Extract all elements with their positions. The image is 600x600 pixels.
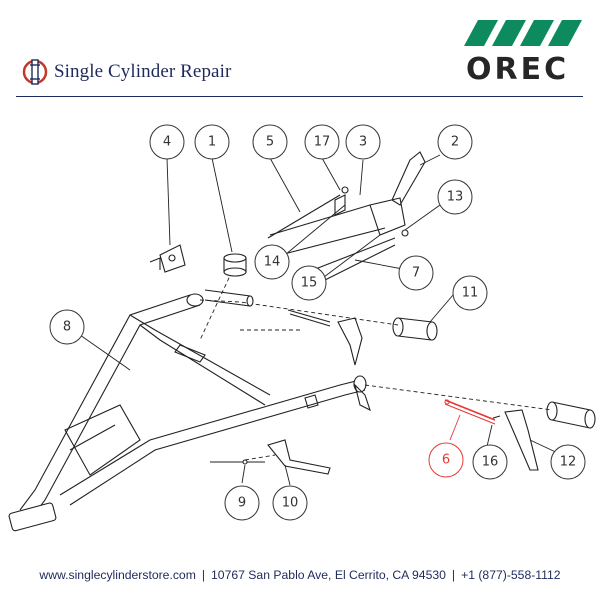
callout-14[interactable]: 14 — [254, 244, 290, 280]
switch-4-part — [149, 244, 186, 273]
callout-16-label: 16 — [482, 455, 499, 470]
callout-5-label: 5 — [266, 135, 274, 150]
grip-upper — [392, 317, 438, 341]
callout-15[interactable]: 15 — [291, 265, 327, 301]
callout-4-label: 4 — [163, 135, 171, 150]
callout-9-label: 9 — [238, 496, 246, 511]
orec-stripes-icon — [464, 20, 582, 46]
clutch-lever-assembly — [269, 151, 426, 276]
callout-1-label: 1 — [208, 135, 216, 150]
callout-6[interactable]: 6 — [428, 442, 464, 478]
callout-7-label: 7 — [412, 266, 420, 281]
callout-14-label: 14 — [264, 255, 281, 270]
callout-17-label: 17 — [314, 135, 331, 150]
cable-7 — [324, 244, 396, 281]
callout-2[interactable]: 2 — [437, 124, 473, 160]
handle-frame — [8, 293, 371, 532]
orec-logo: OREC — [464, 20, 582, 90]
header: Single Cylinder Repair OREC — [0, 0, 600, 100]
callout-2-label: 2 — [451, 135, 459, 150]
callout-12-label: 12 — [560, 455, 577, 470]
orec-logo-text: OREC — [466, 52, 570, 87]
callout-3[interactable]: 3 — [345, 124, 381, 160]
grip-right — [546, 401, 596, 429]
footer-separator: | — [451, 568, 456, 582]
callout-6-label: 6 — [442, 453, 450, 468]
footer-phone[interactable]: +1 (877)-558-1112 — [461, 568, 561, 582]
callout-12[interactable]: 12 — [550, 444, 586, 480]
callout-3-label: 3 — [359, 135, 367, 150]
callout-17[interactable]: 17 — [304, 124, 340, 160]
callout-10[interactable]: 10 — [272, 485, 308, 521]
callout-15-label: 15 — [301, 276, 318, 291]
callout-1[interactable]: 1 — [194, 124, 230, 160]
brand-name: Single Cylinder Repair — [54, 61, 232, 82]
knob-1-part — [223, 253, 247, 277]
callout-9[interactable]: 9 — [224, 485, 260, 521]
callout-11[interactable]: 11 — [452, 275, 488, 311]
callout-8-label: 8 — [63, 320, 71, 335]
footer: www.singlecylinderstore.com | 10767 San Pa… — [0, 568, 600, 582]
callout-16[interactable]: 16 — [472, 444, 508, 480]
parts-diagram: 4 1 5 17 3 2 13 14 15 7 8 11 — [8, 124, 596, 532]
header-divider — [16, 96, 583, 97]
footer-website-link[interactable]: www.singlecylinderstore.com — [39, 568, 196, 582]
lever-10-part — [210, 439, 331, 475]
cable-5 — [267, 194, 341, 239]
brand[interactable]: Single Cylinder Repair — [22, 52, 231, 92]
brand-logo-icon — [22, 59, 48, 85]
footer-address: 10767 San Pablo Ave, El Cerrito, CA 9453… — [211, 568, 446, 582]
callout-11-label: 11 — [462, 286, 479, 301]
callout-13-label: 13 — [447, 190, 464, 205]
callout-5[interactable]: 5 — [252, 124, 288, 160]
callout-8[interactable]: 8 — [49, 309, 85, 345]
callout-4[interactable]: 4 — [149, 124, 185, 160]
footer-separator: | — [201, 568, 206, 582]
callout-10-label: 10 — [282, 496, 299, 511]
callout-7[interactable]: 7 — [398, 255, 434, 291]
callout-13[interactable]: 13 — [437, 179, 473, 215]
part-6-red — [444, 399, 496, 425]
